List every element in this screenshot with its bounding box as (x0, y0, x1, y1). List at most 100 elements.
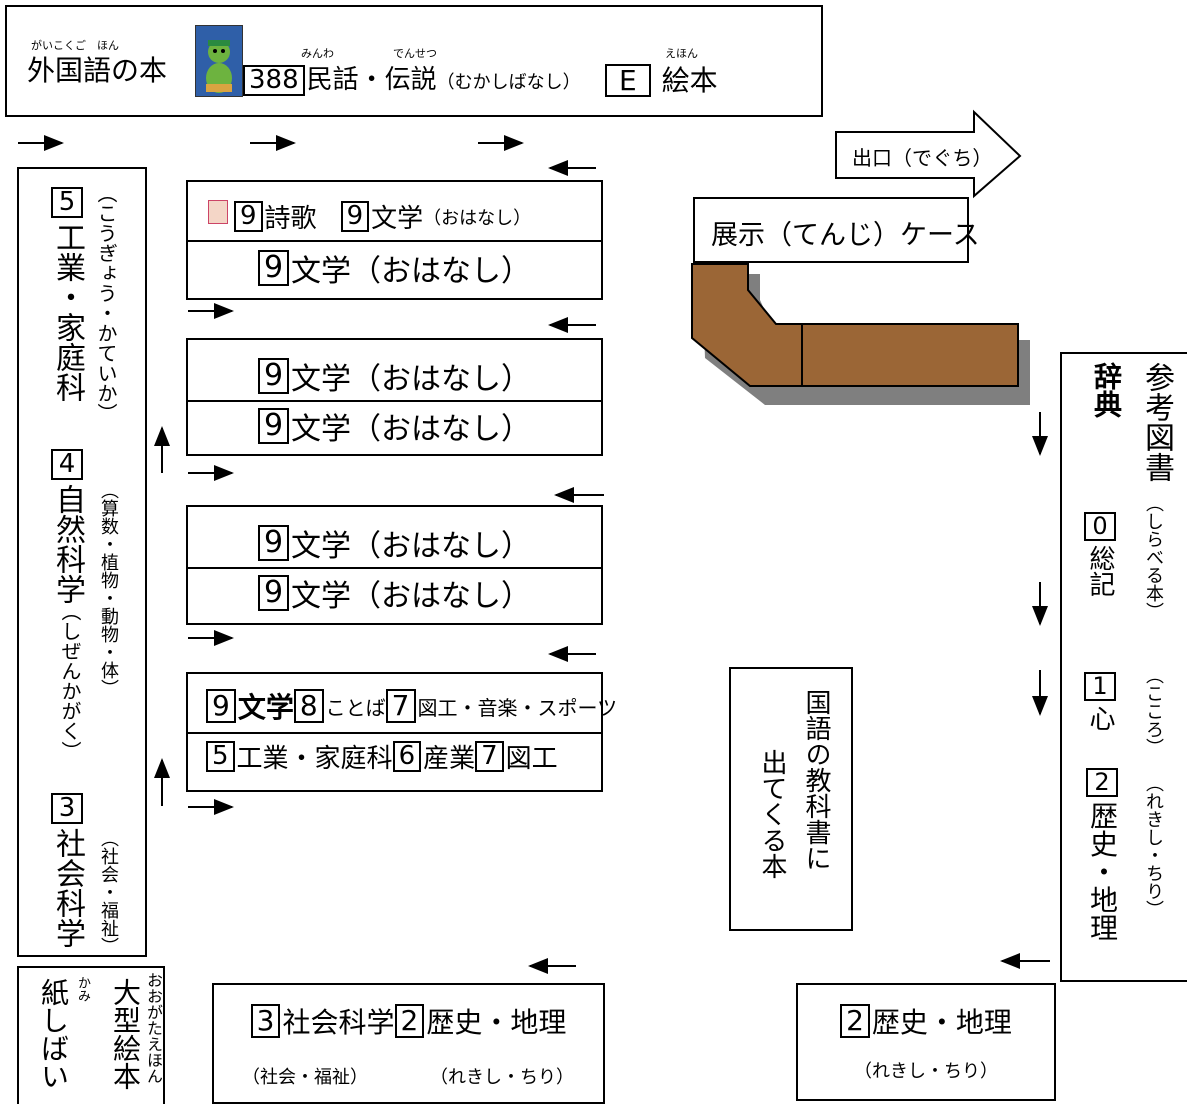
shelf-3-number: 3 (50, 793, 84, 825)
mixed-bottom-label-3: 図工 (505, 744, 558, 774)
shelf-3-bottom-number: 9 (257, 575, 290, 611)
reference-note: （しらべる本） (1143, 494, 1164, 620)
shelf-4-label: 4自然科学 (47, 445, 87, 604)
textbook-line-2: 出てくる本 (757, 749, 787, 879)
exit-label: 出口（でぐち） (852, 146, 993, 170)
shelf-3-text: 社会科学 (50, 828, 85, 949)
shelf-4-text: 自然科学 (50, 484, 85, 605)
reference-label: 参考図書 (1139, 362, 1174, 482)
shelf-5-number: 5 (50, 187, 84, 219)
poetry-label: 詩歌 (264, 204, 317, 234)
shelf-2-bottom-number: 9 (257, 408, 290, 444)
mind-note: （こころ） (1143, 666, 1164, 756)
poem-icon (208, 200, 228, 224)
shelf-3-label: 3社会科学 (47, 789, 87, 948)
history-geo-label: 歴史・地理 (871, 1006, 1012, 1039)
shelf-3-note: （社会・福祉） (98, 829, 119, 955)
social-number: 3 (250, 1004, 281, 1038)
foreign-books-label: がいこくご ほん 外国語の本 (27, 39, 168, 87)
shelf-5-note: （こうぎょう・かていか） (94, 183, 118, 423)
foreign-ruby: がいこくご ほん (31, 39, 119, 52)
history-geo-number: 2 (840, 1004, 870, 1038)
left-shelf: 5工業・家庭科 （こうぎょう・かていか） 4自然科学 （しぜんかがく） （算数・… (17, 167, 147, 957)
picture-label-text: 絵本 (661, 64, 718, 97)
shelf-5-label: 5工業・家庭科 (47, 183, 87, 402)
folk-ruby-1: みんわ (301, 47, 334, 60)
mixed-bottom-number-3: 7 (475, 740, 504, 773)
dictionary-label: 辞典 (1090, 362, 1123, 418)
social-label: 社会科学 (282, 1006, 395, 1039)
shelf-1-bottom-label: 文学（おはなし） (291, 254, 532, 289)
mixed-bottom-number-2: 6 (392, 740, 422, 773)
mixed-bottom-label-2: 産業 (423, 744, 476, 774)
mixed-bottom-label-1: 工業・家庭科 (236, 744, 393, 774)
history-note: （れきし・ちり） (1143, 774, 1164, 918)
picture-number: E (605, 64, 651, 98)
shelf-2-bottom-label: 文学（おはなし） (291, 412, 532, 447)
mixed-top-label-2: ことば (325, 695, 386, 720)
shelf-3-top-number: 9 (257, 525, 290, 561)
mind-number: 1 (1084, 672, 1116, 702)
folk-ruby-2: でんせつ (393, 47, 437, 60)
mixed-top-number-1: 9 (206, 689, 236, 723)
shelf-2-top-number: 9 (257, 358, 290, 394)
shelf-2-top-label: 文学（おはなし） (291, 362, 532, 397)
literature-label: 文学 (371, 204, 424, 234)
kamishibai-label: 紙しばい (37, 978, 70, 1090)
mixed-top-number-2: 8 (293, 689, 324, 723)
history-center-label: 歴史・地理 (426, 1006, 567, 1039)
kamishibai-ruby: かみ (75, 976, 90, 1002)
kamishibai-shelf: かみ 紙しばい 大型絵本 おおがたえほん (17, 966, 165, 1104)
shelf-4-number: 4 (50, 449, 84, 481)
folk-number: 388 (243, 65, 305, 97)
folk-label-text: 民話・伝説 (306, 65, 437, 95)
history-number: 2 (1086, 768, 1118, 798)
shelf-1-bottom-number: 9 (257, 250, 290, 286)
literature-note: （おはなし） (423, 207, 532, 229)
textbook-shelf: 国語の教科書に 出てくる本 (729, 667, 853, 931)
social-note: （社会・福祉） (242, 1067, 368, 1088)
general-works-number: 0 (1084, 512, 1116, 542)
picture-ruby: えほん (665, 47, 698, 60)
history-geo-note: （れきし・ちり） (854, 1061, 998, 1082)
history-center-note: （れきし・ちり） (430, 1067, 574, 1088)
mixed-bottom-number-1: 5 (206, 740, 235, 773)
history-label: 2歴史・地理 (1082, 764, 1122, 941)
picture-books-label: えほん E 絵本 (605, 47, 718, 99)
literature-number: 9 (340, 200, 370, 233)
mind-text: 心 (1085, 705, 1115, 732)
folk-tale-mascot-icon (195, 25, 243, 97)
general-works-text: 総記 (1085, 545, 1115, 598)
exit-arrow (835, 109, 1022, 199)
display-case-label: 展示（てんじ）ケース (693, 197, 980, 263)
mixed-top-label-3: 図工・音楽・スポーツ (417, 695, 618, 720)
shelf-3-top-label: 文学（おはなし） (291, 529, 532, 564)
folk-note: （むかしばなし） (436, 72, 581, 93)
display-case (691, 263, 1030, 405)
textbook-line-1: 国語の教科書に (801, 689, 831, 871)
big-picture-books-label: 大型絵本 (109, 978, 142, 1090)
display-case-text: 展示（てんじ）ケース (711, 220, 980, 251)
mixed-top-label-1: 文学 (237, 691, 294, 724)
mind-label: 1心 (1082, 668, 1119, 731)
general-works-label: 0総記 (1082, 508, 1119, 597)
big-picture-books-ruby: おおがたえほん (144, 972, 163, 1084)
right-shelf: 辞典 参考図書 （しらべる本） 0総記 1心 （こころ） 2歴史・地理 （れきし… (1060, 352, 1187, 982)
mixed-top-number-3: 7 (385, 689, 416, 723)
